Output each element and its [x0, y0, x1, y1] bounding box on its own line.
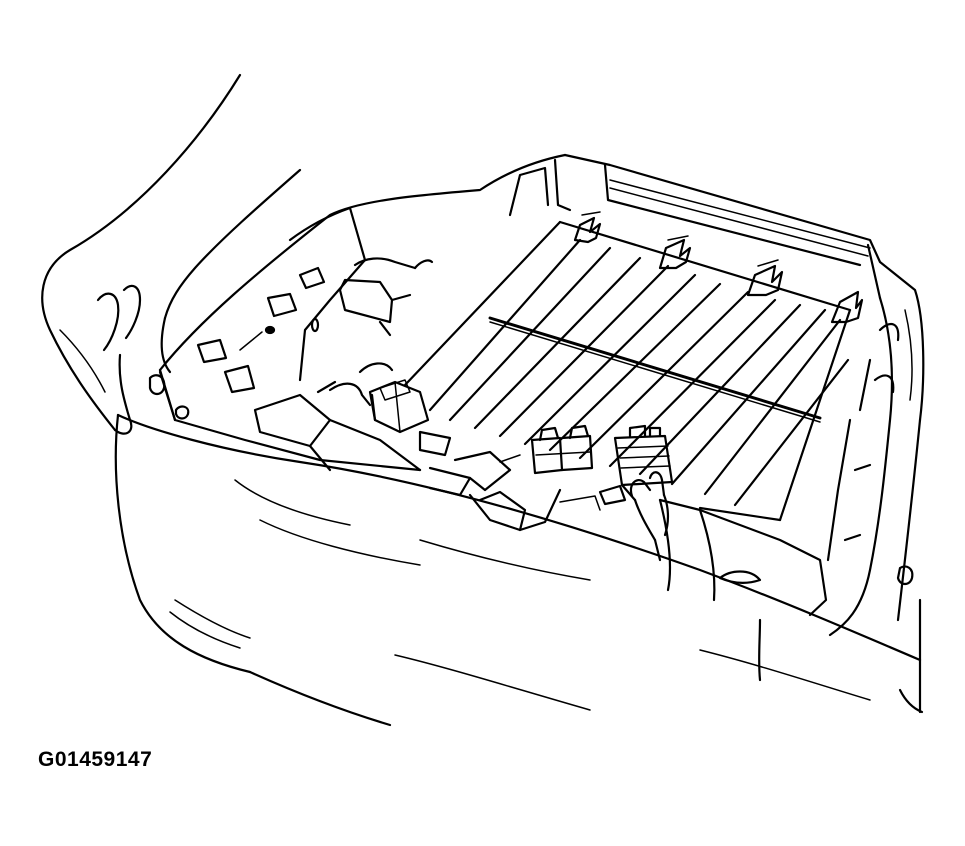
- seat-frame: [158, 153, 925, 637]
- coil-spring: [746, 259, 784, 297]
- seat-spring-grid: [403, 220, 852, 522]
- right-hand: [629, 471, 670, 562]
- figure-id: G01459147: [38, 748, 153, 771]
- left-hand: [41, 73, 302, 435]
- seat-cover-fabric: [114, 413, 924, 727]
- bracket-upper: [338, 257, 434, 337]
- coil-spring: [573, 211, 602, 244]
- coil-spring: [830, 290, 864, 324]
- wiring-connector-left: [316, 362, 430, 434]
- wiring-connector-right: [613, 424, 674, 502]
- frame-right-rail: [826, 322, 914, 586]
- harness-bracket: [418, 430, 562, 532]
- front-trim: [559, 484, 828, 617]
- wiring-connector-middle: [530, 424, 594, 475]
- coil-springs: [573, 211, 864, 324]
- seat-side-panel: [148, 206, 422, 472]
- coil-spring: [658, 235, 692, 270]
